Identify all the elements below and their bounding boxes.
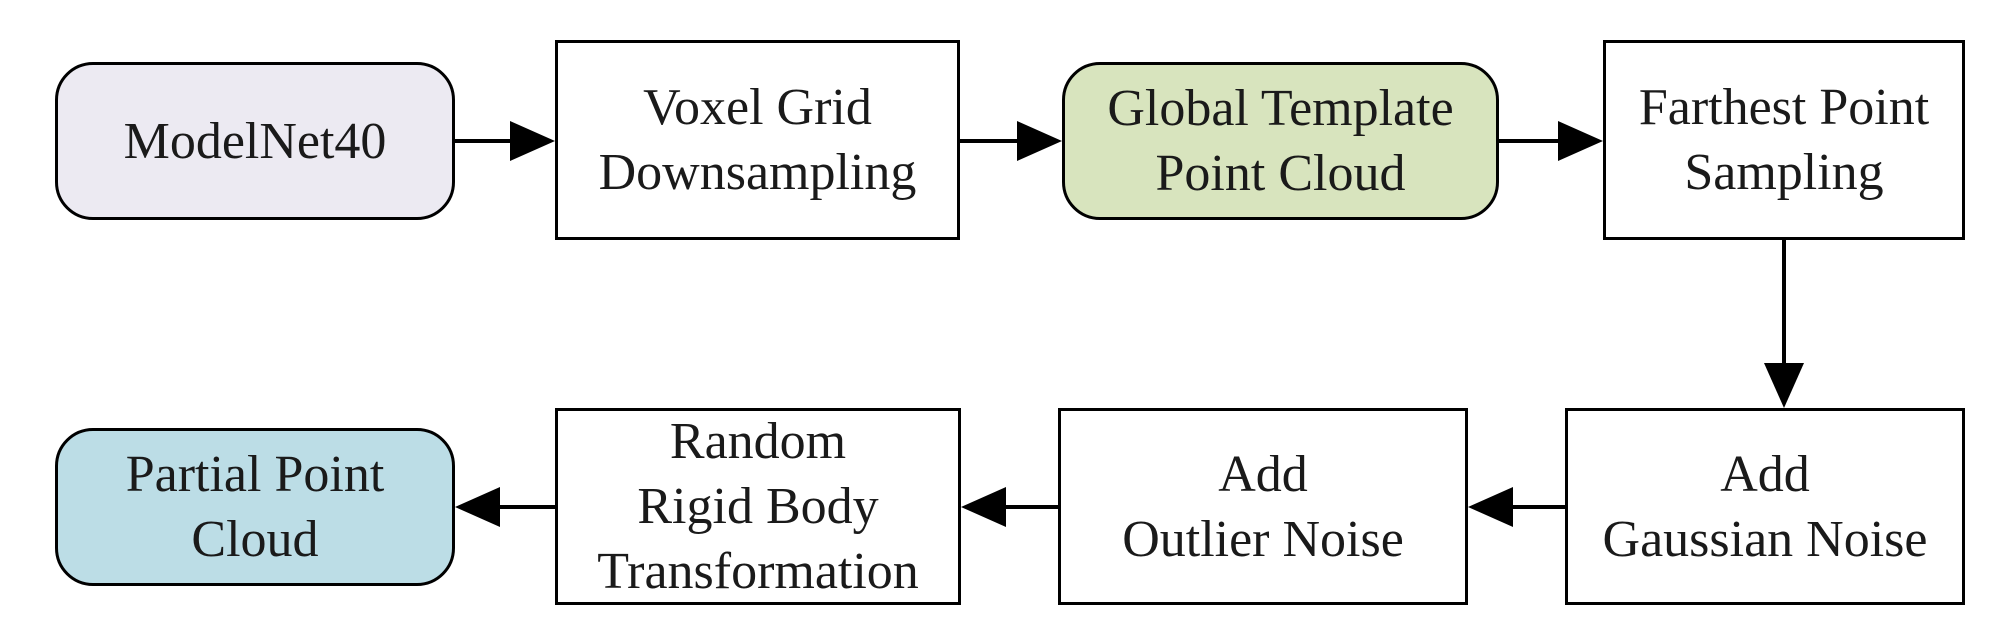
node-add-outlier-noise: Add Outlier Noise [1058,408,1468,605]
node-rigid-line3: Transformation [597,543,919,600]
node-global-template-point-cloud: Global Template Point Cloud [1062,62,1499,220]
node-farthest-point-sampling: Farthest Point Sampling [1603,40,1965,240]
node-modelnet40-label: ModelNet40 [123,112,387,170]
node-add-gaussian-noise: Add Gaussian Noise [1565,408,1965,605]
node-voxel-grid-line2: Downsampling [598,144,917,201]
node-voxel-grid-line1: Voxel Grid [643,79,872,136]
node-global-template-line2: Point Cloud [1155,145,1406,202]
node-rigid-line1: Random [669,413,847,470]
node-fps-line2: Sampling [1684,144,1884,201]
arrowhead-global-to-fps [1558,121,1603,161]
node-gaussian-line2: Gaussian Noise [1602,510,1928,568]
node-partial-line2: Cloud [191,511,319,568]
arrowhead-fps-to-gaussian [1764,363,1804,408]
arrowhead-gaussian-to-outlier [1468,487,1513,527]
node-rigid-line2: Rigid Body [637,478,879,535]
arrowhead-outlier-to-rigid [961,487,1006,527]
node-partial-line1: Partial Point [125,446,385,503]
node-random-rigid-body-transformation: Random Rigid Body Transformation [555,408,961,605]
node-outlier-line2: Outlier Noise [1122,510,1404,568]
node-fps-line1: Farthest Point [1638,79,1930,136]
arrowhead-voxel-to-global [1017,121,1062,161]
node-voxel-grid-downsampling: Voxel Grid Downsampling [555,40,960,240]
arrowhead-rigid-to-partial [455,487,500,527]
node-modelnet40: ModelNet40 [55,62,455,220]
node-outlier-line1: Add [1218,445,1308,503]
node-gaussian-line1: Add [1720,445,1810,503]
node-partial-point-cloud: Partial Point Cloud [55,428,455,586]
node-global-template-line1: Global Template [1107,80,1454,137]
arrowhead-modelnet-to-voxel [510,121,555,161]
